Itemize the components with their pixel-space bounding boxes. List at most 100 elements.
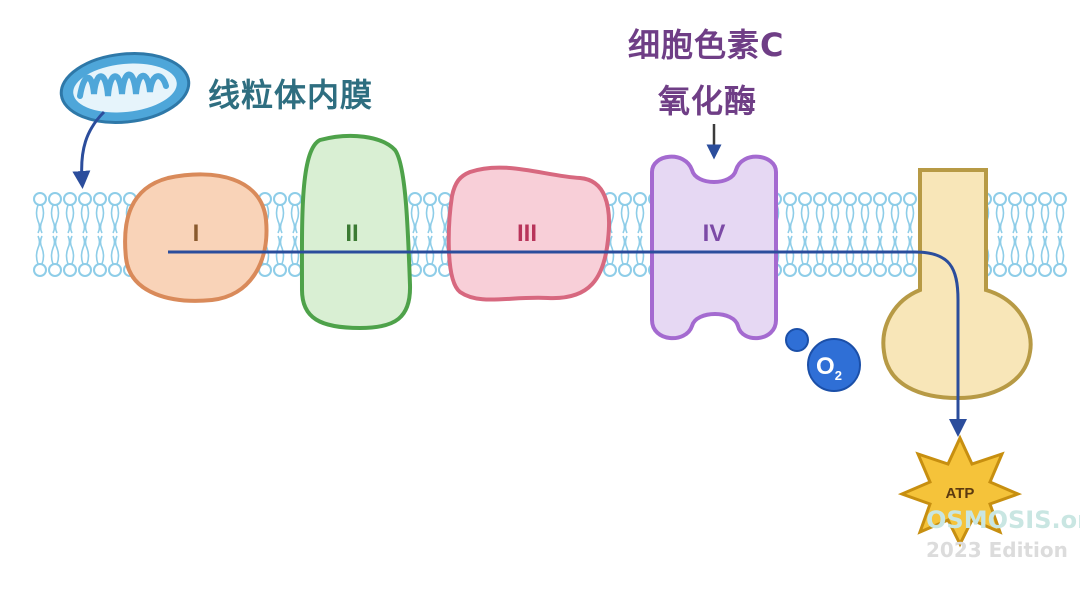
complex-1: I	[123, 172, 269, 303]
lipid-tail	[890, 204, 896, 234]
lipid-tail	[65, 235, 71, 265]
lipid-tail	[65, 204, 71, 234]
lipid-tail	[845, 204, 851, 234]
lipid-head	[78, 192, 92, 206]
lipid-tail	[35, 204, 41, 234]
lipid-head	[108, 192, 122, 206]
lipid-tail	[815, 204, 821, 234]
lipid-tail	[789, 204, 795, 234]
lipid-head	[993, 192, 1007, 206]
lipid-tail	[95, 235, 101, 265]
lipid-head	[633, 263, 647, 277]
lipid-tail	[114, 204, 120, 234]
atp-burst: ATP	[897, 434, 1023, 548]
lipid-tail	[999, 204, 1005, 234]
lipid-tail	[294, 204, 300, 234]
lipid-head	[1038, 192, 1052, 206]
complex-2-shape	[299, 133, 413, 331]
lipid-tail	[414, 204, 420, 234]
lipid-tail	[1029, 204, 1035, 234]
watermark-line1: OSMOSIS.org	[926, 506, 1080, 534]
lipid-tail	[875, 204, 881, 234]
lipid-tail	[35, 235, 41, 265]
lipid-head	[783, 192, 797, 206]
lipid-tail	[294, 235, 300, 265]
lipid-tail	[279, 235, 285, 265]
lipid-tail	[864, 235, 870, 265]
lipid-head	[873, 192, 887, 206]
lipid-head	[888, 192, 902, 206]
lipid-tail	[410, 204, 416, 234]
lipid-head	[1008, 192, 1022, 206]
lipid-tail	[290, 204, 296, 234]
lipid-tail	[890, 235, 896, 265]
lipid-tail	[804, 235, 810, 265]
lipid-tail	[894, 235, 900, 265]
complex-2-label: II	[345, 220, 358, 247]
lipid-head	[903, 263, 917, 277]
mitochondrion-pointer-arrow	[72, 110, 106, 189]
lipid-tail	[804, 204, 810, 234]
lipid-head	[603, 263, 617, 277]
electron-path-arrow	[168, 250, 967, 437]
complex-3-shape	[446, 165, 612, 302]
lipid-head	[633, 192, 647, 206]
mitochondrion-icon	[59, 52, 191, 124]
lipid-tail	[69, 204, 75, 234]
lipid-tail	[1055, 204, 1061, 234]
lipid-tail	[845, 235, 851, 265]
lipid-tail	[620, 235, 626, 265]
lipid-tail	[275, 235, 281, 265]
lipid-head	[33, 192, 47, 206]
lipid-tail	[279, 204, 285, 234]
lipid-head	[48, 192, 62, 206]
oxygen-label: O2	[816, 353, 842, 383]
lipid-tail	[84, 204, 90, 234]
lipid-tail	[110, 204, 116, 234]
lipid-tail	[909, 235, 915, 265]
lipid-tail	[834, 204, 840, 234]
small-oxygen-dot	[785, 328, 809, 352]
lipid-head	[108, 263, 122, 277]
lipid-head	[1053, 192, 1067, 206]
lipid-head	[858, 192, 872, 206]
complex-1-shape	[123, 172, 269, 303]
complex-4-label: IV	[703, 220, 726, 247]
lipid-head	[1008, 263, 1022, 277]
lipid-tail	[1040, 204, 1046, 234]
lipid-tail	[410, 235, 416, 265]
lipid-head	[873, 263, 887, 277]
lipid-tail	[635, 235, 641, 265]
lipid-head	[828, 263, 842, 277]
lipid-tail	[39, 204, 45, 234]
lipid-tail	[69, 235, 75, 265]
lipid-head	[273, 192, 287, 206]
lipid-tail	[1055, 235, 1061, 265]
lipid-tail	[95, 204, 101, 234]
lipid-tail	[849, 235, 855, 265]
lipid-tail	[860, 204, 866, 234]
lipid-head	[93, 192, 107, 206]
lipid-tail	[819, 204, 825, 234]
lipid-head	[858, 263, 872, 277]
lipid-tail	[429, 235, 435, 265]
lipid-tail	[39, 235, 45, 265]
lipid-tail	[50, 235, 56, 265]
lipid-head	[618, 192, 632, 206]
lipid-tail	[999, 235, 1005, 265]
inner-membrane-label: 线粒体内膜	[208, 76, 374, 114]
osmosis-watermark: OSMOSIS.org 2023 Edition	[896, 500, 1080, 572]
lipid-head	[1023, 192, 1037, 206]
lipid-head	[618, 263, 632, 277]
atp-star-shape	[897, 434, 1023, 548]
lipid-tail	[440, 235, 446, 265]
lipid-tail	[785, 204, 791, 234]
lipid-tail	[99, 235, 105, 265]
lipid-head	[63, 263, 77, 277]
lipid-tail	[444, 204, 450, 234]
lipid-head	[903, 192, 917, 206]
lipid-head	[828, 192, 842, 206]
complex-3-label: III	[517, 220, 537, 247]
lipid-tail	[894, 204, 900, 234]
